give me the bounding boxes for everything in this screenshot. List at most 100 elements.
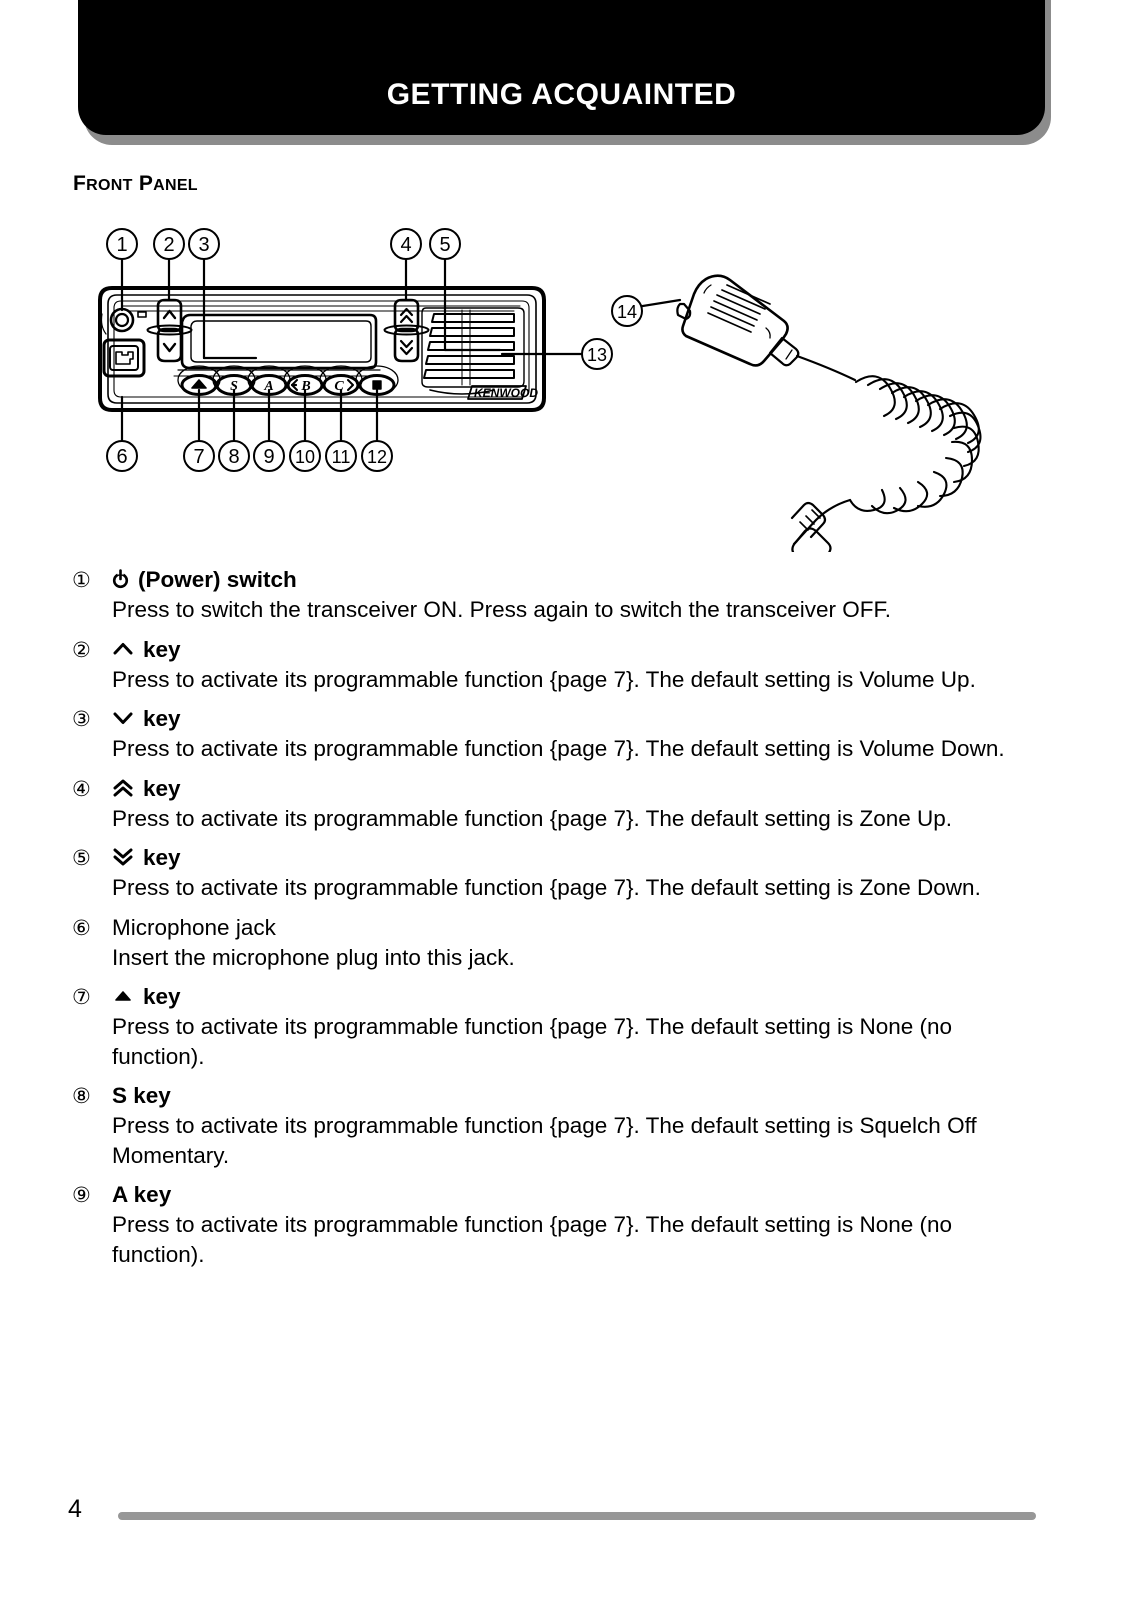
- section-heading-cap-1: F: [73, 172, 87, 195]
- plug-contact-3: [811, 509, 821, 519]
- list-item: ⑥ Microphone jack Insert the microphone …: [72, 914, 1032, 973]
- callout-label-12: 12: [367, 447, 387, 467]
- item-title-3: ③ key: [72, 705, 1032, 734]
- chevron-down-icon: [112, 708, 134, 731]
- item-number-6: ⑥: [72, 916, 91, 940]
- microphone-jack-outer: [102, 338, 146, 378]
- radio-inner-bevel: [107, 294, 537, 404]
- double-chevron-down-icon: [112, 847, 134, 870]
- microphone-cord-straight: [795, 354, 857, 382]
- power-symbol-icon: [112, 569, 129, 592]
- microphone-coiled-cord: [848, 375, 982, 515]
- callout-11: 11: [325, 440, 357, 472]
- callout-label-3: 3: [198, 234, 209, 256]
- speaker-slot-1: [431, 313, 515, 323]
- section-heading: FRONT PANEL: [73, 172, 198, 196]
- item-number-2: ②: [72, 638, 91, 662]
- callout-label-2: 2: [163, 234, 174, 256]
- small-triangle-icon: [112, 986, 134, 1009]
- item-body-8: Press to activate its programmable funct…: [112, 1113, 977, 1168]
- key-c-arrow-icon: [347, 379, 354, 391]
- microphone-cord-tail: [792, 498, 852, 546]
- microphone-grille: [707, 284, 771, 333]
- power-button-recess: [100, 313, 107, 335]
- callout-label-4: 4: [400, 234, 411, 256]
- item-title-8: ⑧ S key: [72, 1082, 1032, 1111]
- radio-inner-bevel-2: [113, 300, 530, 398]
- callout-label-11: 11: [332, 447, 351, 467]
- plug-collar: [790, 501, 827, 539]
- front-panel-figure: KENWOOD S A B C: [70, 222, 1080, 552]
- zone-down-key: [393, 327, 420, 363]
- callout-12: 12: [361, 440, 393, 472]
- microphone-strain-relief: [768, 336, 800, 367]
- item-body-2: Press to activate its programmable funct…: [112, 666, 976, 692]
- item-body-7: Press to activate its programmable funct…: [112, 1014, 953, 1069]
- item-body-4: Press to activate its programmable funct…: [112, 805, 953, 831]
- callout-label-13: 13: [587, 345, 607, 365]
- item-title-text-7: key: [143, 984, 181, 1009]
- double-chevron-up-icon-a: [399, 307, 414, 317]
- kenwood-logo-frame: [467, 385, 527, 400]
- chevron-up-icon: [112, 639, 134, 662]
- page-number: 4: [68, 1495, 82, 1523]
- callout-1: 1: [106, 228, 138, 260]
- item-number-1: ①: [72, 569, 91, 592]
- panel-tab-left: [137, 311, 147, 318]
- plug-contact-2: [805, 515, 815, 525]
- item-title-text-2: key: [143, 636, 181, 662]
- lcd-display-outer: [180, 313, 378, 370]
- key-square-icon: [372, 380, 382, 390]
- item-body-3: Press to activate its programmable funct…: [112, 736, 1005, 761]
- volume-key-flange: [146, 324, 193, 336]
- key-b-arrow-icon: [291, 379, 298, 391]
- item-body-9: Press to activate its programmable funct…: [112, 1212, 953, 1267]
- key-c: [322, 374, 360, 396]
- double-chevron-up-icon-b: [399, 314, 414, 324]
- callout-6: 6: [106, 440, 138, 472]
- key-square: [358, 374, 396, 396]
- ptt-switch: [676, 302, 692, 321]
- lcd-display-inner: [190, 320, 372, 363]
- speaker-lower-lip: [429, 389, 495, 395]
- speaker-slot-4: [425, 355, 515, 365]
- item-body-5: Press to activate its programmable funct…: [112, 875, 981, 900]
- double-chevron-down-icon-b: [399, 346, 414, 356]
- item-title-2: ② key: [72, 636, 1032, 665]
- callout-2: 2: [153, 228, 185, 260]
- key-a: [250, 374, 288, 396]
- footer-rule: [118, 1512, 1036, 1520]
- item-title-text-1: (Power) switch: [138, 567, 297, 592]
- callout-14: 14: [611, 295, 643, 327]
- key-c-label: C: [334, 379, 344, 394]
- callout-13: 13: [581, 338, 613, 370]
- item-title-4: ④ key: [72, 775, 1032, 804]
- item-title-1: ① (Power) switch: [72, 566, 1032, 595]
- list-item: ① (Power) switch Press to switch the tra…: [72, 566, 1032, 625]
- microphone-plug: [790, 501, 832, 552]
- function-key-row: [180, 374, 396, 396]
- item-number-9: ⑨: [72, 1184, 91, 1207]
- callout-label-1: 1: [116, 234, 127, 256]
- key-b: [286, 374, 324, 396]
- header-banner-body: GETTING ACQUAINTED: [78, 0, 1045, 135]
- item-number-4: ④: [72, 777, 91, 801]
- key-a-label: A: [263, 379, 273, 394]
- item-number-7: ⑦: [72, 986, 91, 1009]
- speaker-grille-frame: [421, 307, 525, 388]
- callout-8: 8: [218, 440, 250, 472]
- callout-5: 5: [429, 228, 461, 260]
- plug-contact-1: [799, 521, 809, 531]
- kenwood-logo: KENWOOD: [467, 385, 538, 400]
- kenwood-logo-text: KENWOOD: [474, 386, 538, 400]
- item-title-text-4: key: [143, 775, 181, 801]
- key-b-label: B: [300, 379, 310, 394]
- item-number-5: ⑤: [72, 847, 91, 870]
- callout-label-6: 6: [116, 446, 127, 468]
- power-button-outer: [109, 307, 135, 333]
- callout-7: 7: [183, 440, 215, 472]
- key-s-label: S: [230, 379, 238, 394]
- callout-markers: 1 2 3 4 5 6 7 8: [106, 228, 643, 472]
- volume-down-key: [156, 327, 183, 363]
- radio-outer-shell: [98, 286, 546, 412]
